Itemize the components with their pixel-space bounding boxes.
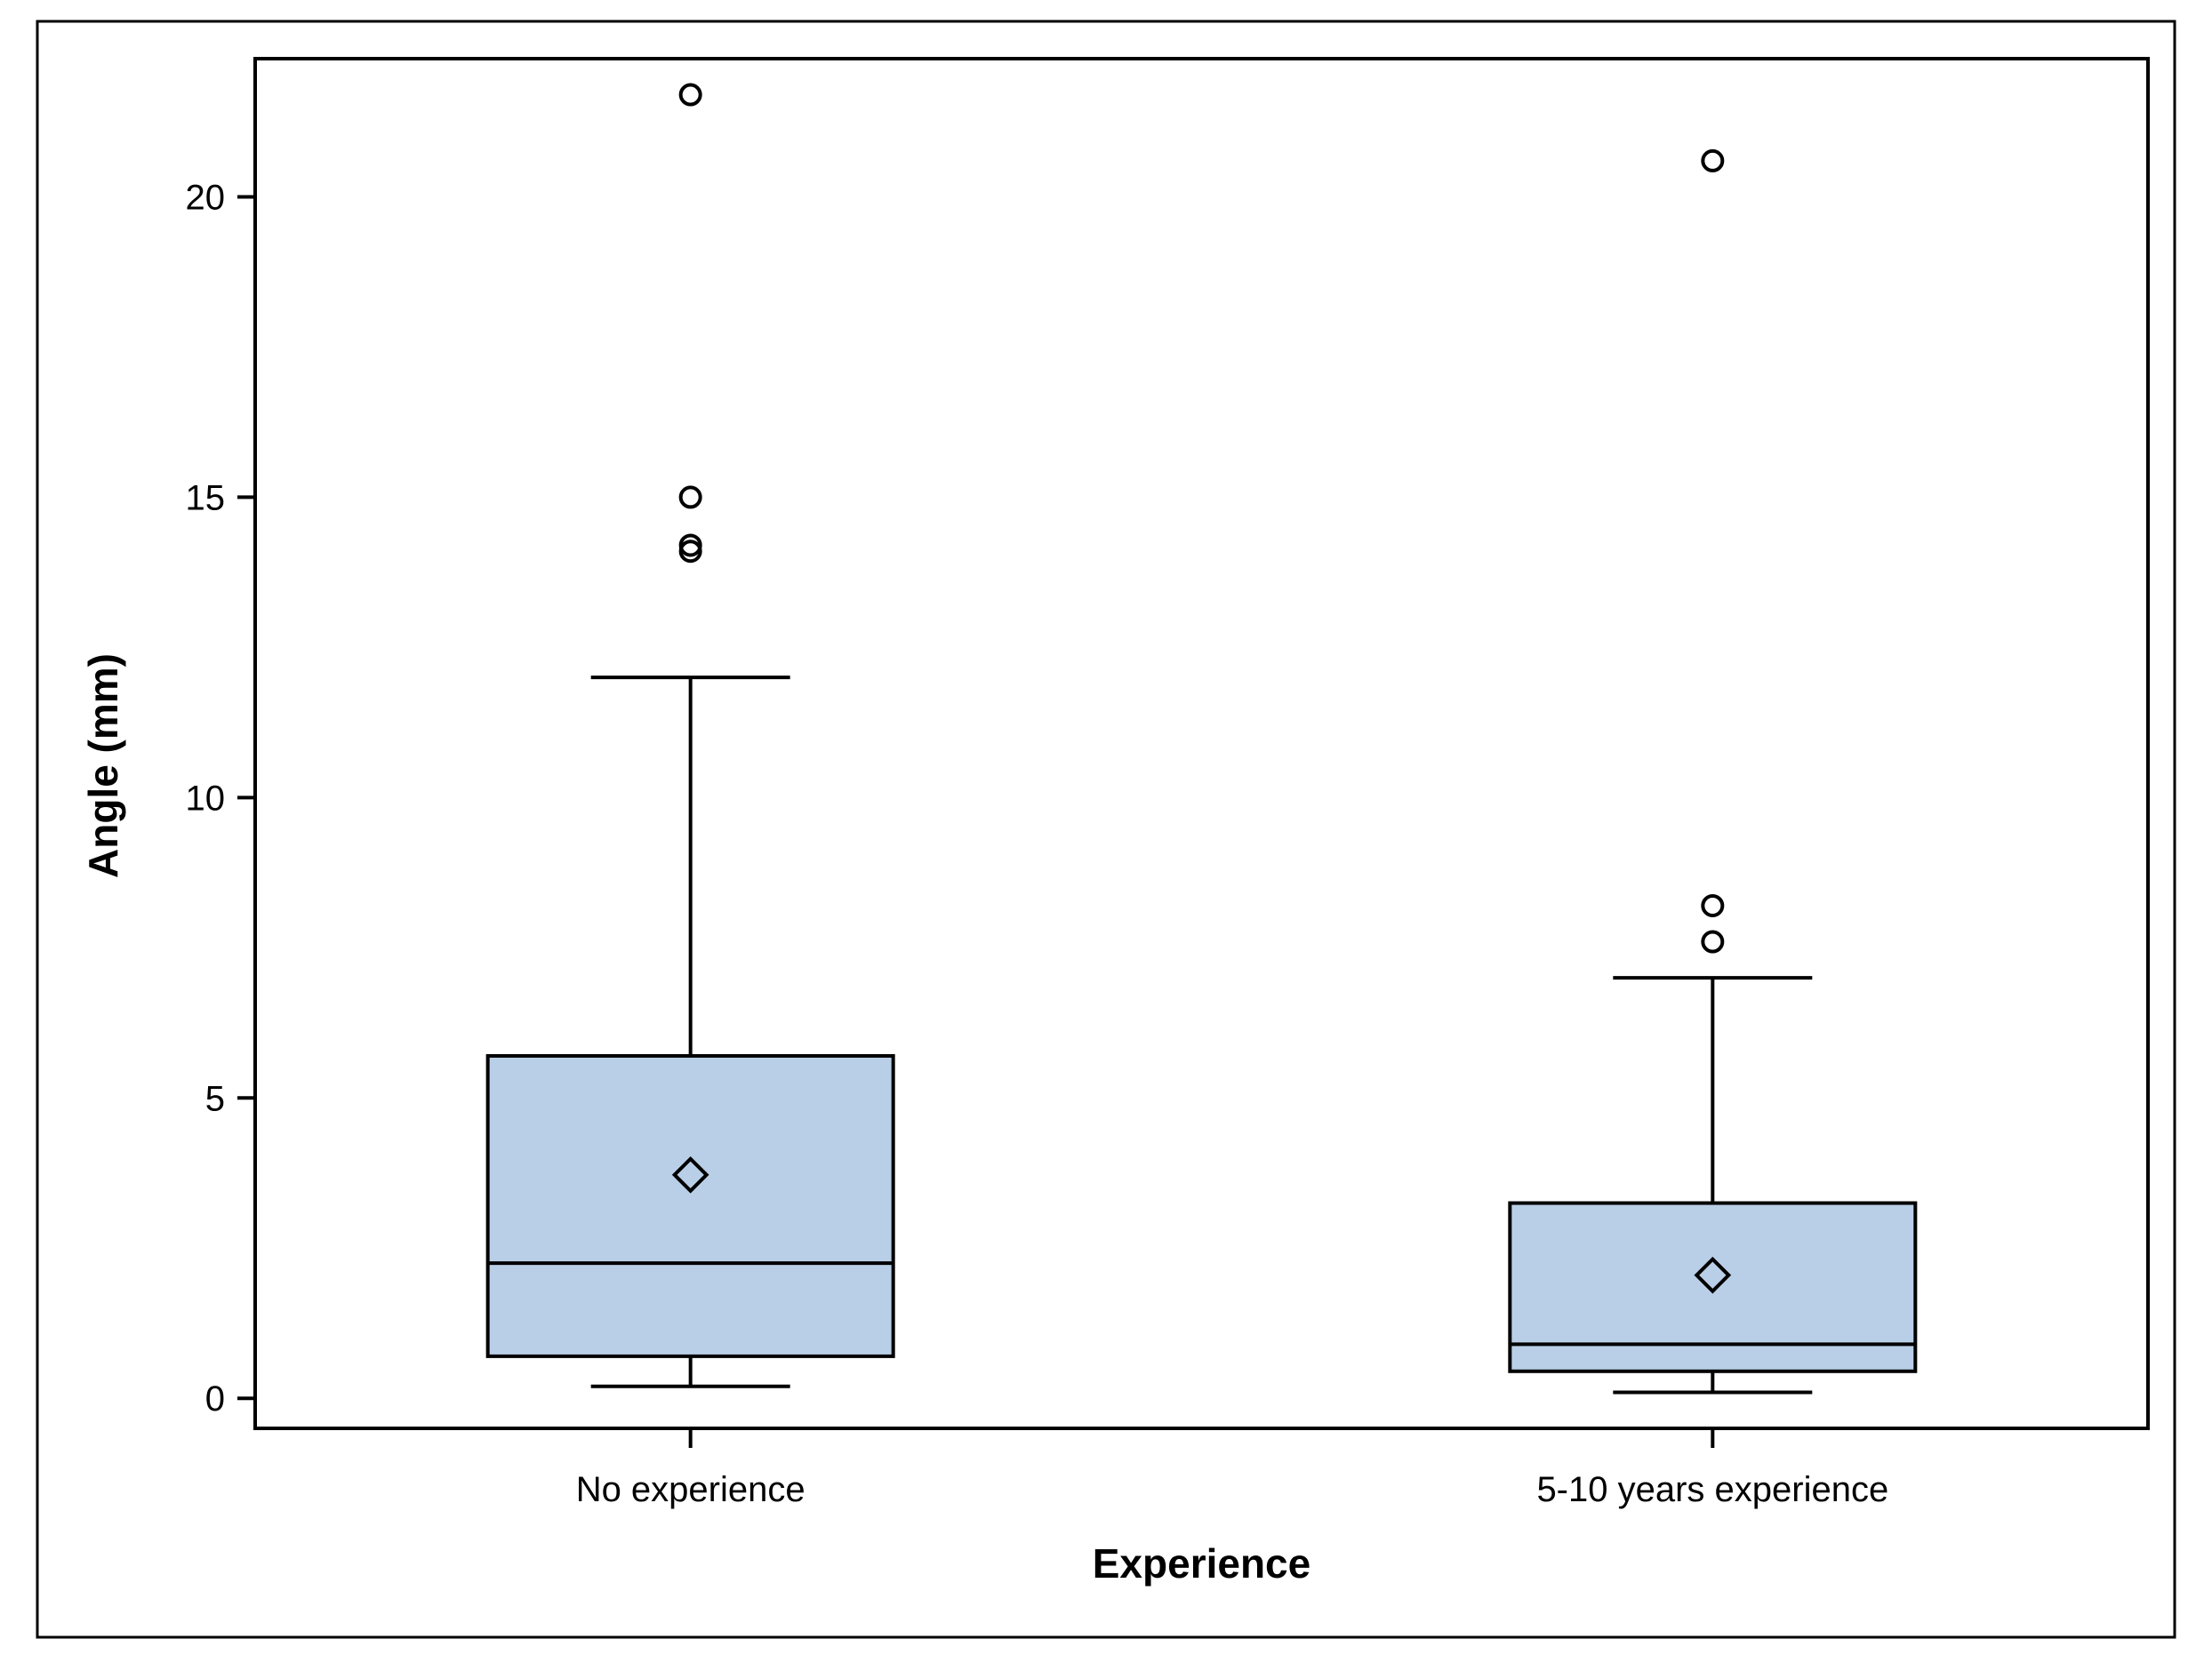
outlier-point [678,533,702,557]
iqr-box [485,1053,895,1358]
outlier-point [1701,930,1725,954]
outlier-point [1701,893,1725,917]
x-tick-label: No experience [576,1470,805,1509]
mean-marker [671,1155,709,1194]
y-tick-label: 20 [186,178,226,217]
y-tick-label: 5 [205,1079,225,1118]
y-tick-label: 15 [186,478,226,517]
outlier-point [678,485,702,509]
y-tick-label: 10 [186,779,226,818]
iqr-box [1508,1201,1918,1373]
x-axis-title: Experience [1093,1540,1310,1587]
outlier-point [678,83,702,107]
x-tick-label: 5-10 years experience [1536,1470,1888,1509]
y-tick-label: 0 [205,1379,225,1419]
outlier-point [1701,148,1725,172]
plot-area: 0 5 10 15 20 No experience 5-10 years experien… [186,57,2150,1509]
y-axis-title: Angle (mm) [80,653,126,878]
mean-marker [1694,1256,1732,1294]
